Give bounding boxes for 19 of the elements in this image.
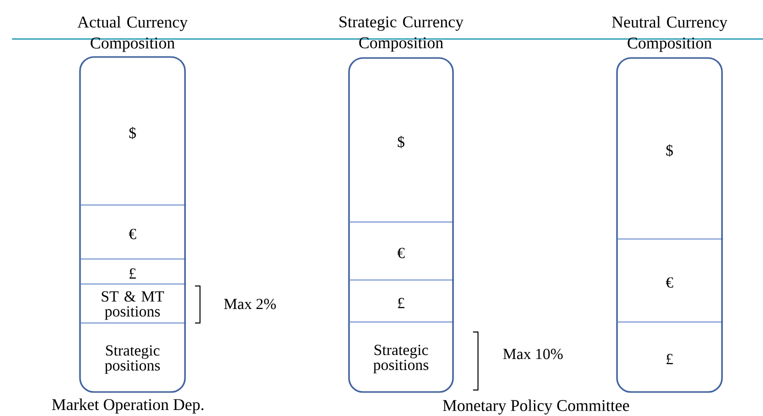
column-heading: Strategic Currency Composition — [340, 16, 464, 52]
segment-label: € — [128, 228, 136, 240]
segment-label: € — [397, 248, 405, 258]
segment-label: ST & MT positions — [102, 291, 164, 320]
segment-label: £ — [398, 298, 404, 308]
segment-label: $ — [666, 144, 673, 157]
limit-label: Max 10% — [503, 348, 563, 360]
limit-label: Max 2% — [224, 298, 276, 310]
group-label: Market Operation Dep. — [52, 398, 204, 414]
segment-label: € — [666, 277, 674, 288]
segment-label: $ — [129, 126, 136, 140]
column-heading: Actual Currency Composition — [77, 16, 188, 52]
column-heading: Neutral Currency Composition — [612, 16, 728, 52]
segment-label: Strategic positions — [373, 344, 428, 374]
segment-label: $ — [398, 136, 404, 148]
group-label: Monetary Policy Committee — [442, 400, 630, 414]
segment-label: Strategic positions — [104, 345, 160, 374]
segment-label: £ — [666, 354, 673, 364]
segment-label: £ — [130, 268, 136, 279]
